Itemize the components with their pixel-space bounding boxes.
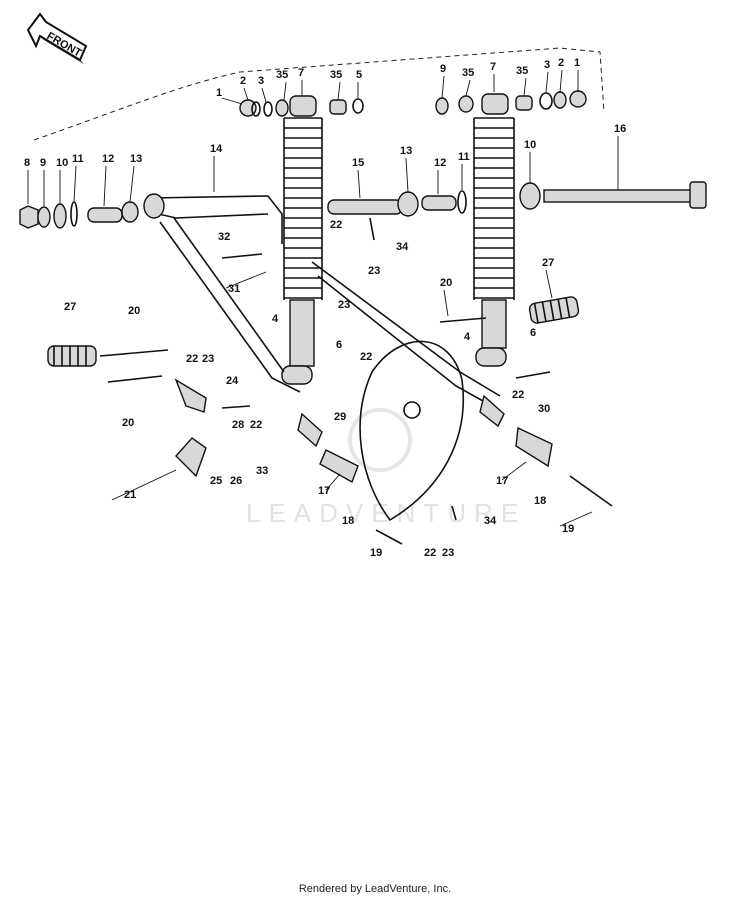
- callout-label: 6: [530, 327, 536, 339]
- callout-label: 11: [458, 151, 470, 163]
- callout-label: 10: [56, 157, 68, 169]
- callout-label: 2: [558, 57, 564, 69]
- chain-guard-disc: [359, 340, 464, 522]
- callout-label: 7: [298, 67, 304, 79]
- callout-label: 6: [336, 339, 342, 351]
- callout-label: 22: [330, 219, 342, 231]
- callout-label: 23: [442, 547, 454, 559]
- callout-label: 35: [330, 69, 342, 81]
- callout-label: 3: [544, 59, 550, 71]
- front-direction-arrow: FRONT: [26, 12, 88, 64]
- callout-label: 8: [24, 157, 30, 169]
- callout-label: 27: [64, 301, 76, 313]
- callout-label: 4: [272, 313, 279, 325]
- left-shock-absorber: [281, 95, 323, 385]
- callout-label: 16: [614, 123, 626, 135]
- callout-label: 26: [230, 475, 242, 487]
- callout-label: 20: [128, 305, 140, 317]
- callout-label: 33: [256, 465, 268, 477]
- callout-label: 25: [210, 475, 222, 487]
- callout-label: 12: [434, 157, 446, 169]
- callout-label: 22: [250, 419, 262, 431]
- callout-label: 23: [368, 265, 380, 277]
- callout-label: 34: [396, 241, 409, 253]
- callout-label: 1: [574, 57, 580, 69]
- center-sleeve: [327, 182, 541, 217]
- callout-label: 22: [512, 389, 524, 401]
- leader-lines: [27, 69, 619, 527]
- callout-label: 2: [240, 75, 246, 87]
- callout-label: 4: [464, 331, 471, 343]
- callout-label: 10: [524, 139, 536, 151]
- watermark: LEADVENTURE: [246, 408, 526, 528]
- callout-label: 5: [356, 69, 362, 81]
- callout-label: 18: [534, 495, 546, 507]
- callout-label: 22: [424, 547, 436, 559]
- brackets: [174, 378, 553, 484]
- callout-label: 20: [122, 417, 134, 429]
- callout-label: 13: [400, 145, 412, 157]
- callout-label: 21: [124, 489, 136, 501]
- callout-label: 19: [562, 523, 574, 535]
- callout-label: 29: [334, 411, 346, 423]
- left-pivot-stack: [19, 201, 139, 229]
- callout-label: 22: [360, 351, 372, 363]
- callout-label: 23: [202, 353, 214, 365]
- callout-label: 9: [40, 157, 46, 169]
- callout-label: 24: [226, 375, 239, 387]
- footer-credit: Rendered by LeadVenture, Inc.: [298, 883, 452, 895]
- foot-pegs: [47, 296, 580, 367]
- callout-label: 20: [440, 277, 452, 289]
- bolts: [99, 217, 613, 545]
- callout-label: 15: [352, 157, 364, 169]
- callout-label: 14: [210, 143, 223, 155]
- callout-label: 35: [516, 65, 528, 77]
- svg-text:LEADVENTURE: LEADVENTURE: [246, 498, 526, 528]
- callout-label: 34: [484, 515, 497, 527]
- right-shock-absorber: [473, 93, 515, 367]
- callout-label: 18: [342, 515, 354, 527]
- callout-label: 28: [232, 419, 244, 431]
- frame-outline: [33, 47, 605, 141]
- callout-label: 12: [102, 153, 114, 165]
- callout-label: 35: [276, 69, 288, 81]
- callout-label: 22: [186, 353, 198, 365]
- callout-labels: 1 2 3 35 7 35 5 9 35 7 35 3 2 1 8 9 10 1…: [24, 57, 626, 559]
- callout-label: 19: [370, 547, 382, 559]
- callout-label: 9: [440, 63, 446, 75]
- callout-label: 1: [216, 87, 222, 99]
- callout-label: 32: [218, 231, 230, 243]
- callout-label: 11: [72, 153, 84, 165]
- callout-label: 7: [490, 61, 496, 73]
- callout-label: 23: [338, 299, 350, 311]
- callout-label: 13: [130, 153, 142, 165]
- callout-label: 27: [542, 257, 554, 269]
- callout-label: 3: [258, 75, 264, 87]
- pivot-shaft-16: [543, 181, 707, 209]
- callout-label: 30: [538, 403, 550, 415]
- callout-label: 35: [462, 67, 474, 79]
